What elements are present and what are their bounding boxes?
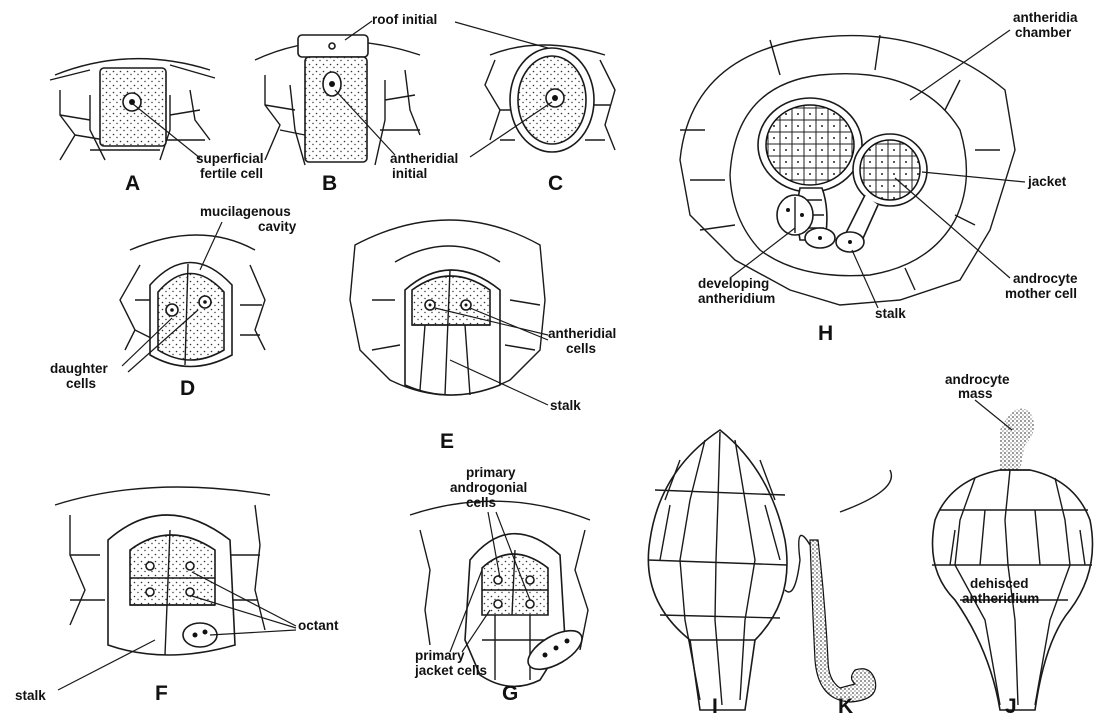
label-mucilagenous-cavity: mucilagenous cavity	[200, 204, 297, 270]
svg-text:cavity: cavity	[258, 219, 297, 234]
panel-j-figure	[932, 409, 1093, 710]
panel-c-figure	[485, 45, 615, 152]
svg-text:primary: primary	[466, 465, 516, 480]
panel-letter-a: A	[125, 172, 140, 195]
svg-text:androcyte: androcyte	[1013, 271, 1078, 286]
svg-text:daughter: daughter	[50, 361, 108, 376]
panel-j-label: J	[1005, 695, 1017, 716]
svg-text:antheridial: antheridial	[390, 151, 458, 166]
panel-b-figure	[255, 35, 420, 165]
panel-k-label: K	[838, 695, 853, 716]
panel-f-label: F	[155, 682, 168, 705]
svg-text:roof initial: roof initial	[372, 12, 437, 27]
label-androcyte-mother-cell: androcyte mother cell	[895, 178, 1078, 301]
panel-c-label: C	[548, 172, 563, 195]
panel-a-label: A	[125, 172, 140, 195]
svg-text:mass: mass	[958, 386, 993, 401]
label-jacket: jacket	[922, 172, 1067, 189]
panel-letter-e: E	[440, 430, 454, 453]
panel-letter-d: D	[180, 377, 195, 400]
svg-text:dehisced: dehisced	[970, 576, 1029, 591]
panel-letter-h: H	[818, 322, 833, 345]
panel-letter-j: J	[1005, 695, 1017, 716]
panel-g-label: G	[502, 682, 518, 705]
svg-text:fertile cell: fertile cell	[200, 166, 263, 181]
svg-text:stalk: stalk	[15, 688, 46, 703]
svg-text:chamber: chamber	[1015, 25, 1072, 40]
svg-text:antheridial: antheridial	[548, 326, 616, 341]
svg-text:mother cell: mother cell	[1005, 286, 1077, 301]
panel-h-label: H	[818, 322, 833, 345]
svg-text:androgonial: androgonial	[450, 480, 527, 495]
svg-text:initial: initial	[392, 166, 427, 181]
panel-letter-k: K	[838, 695, 853, 716]
svg-text:antheridium: antheridium	[698, 291, 775, 306]
panel-letter-g: G	[502, 682, 518, 705]
svg-text:androcyte: androcyte	[945, 372, 1010, 387]
svg-text:developing: developing	[698, 276, 769, 291]
panel-k-figure	[785, 470, 891, 702]
panel-a-figure	[50, 59, 215, 160]
panel-h-figure	[680, 35, 1015, 305]
panel-e-label: E	[440, 430, 454, 453]
svg-text:octant: octant	[298, 618, 339, 633]
svg-text:antheridium: antheridium	[962, 591, 1039, 606]
panel-e-figure	[350, 220, 545, 395]
panel-letter-i: I	[712, 695, 718, 716]
svg-text:jacket: jacket	[1027, 174, 1067, 189]
svg-text:superficial: superficial	[196, 151, 264, 166]
svg-text:cells: cells	[66, 376, 96, 391]
svg-text:antheridia: antheridia	[1013, 10, 1078, 25]
label-stalk-h: stalk	[852, 250, 906, 321]
svg-text:cells: cells	[566, 341, 596, 356]
svg-text:stalk: stalk	[550, 398, 581, 413]
label-dehisced-antheridium: dehisced antheridium	[962, 576, 1039, 606]
panel-letter-c: C	[548, 172, 563, 195]
label-antheridia-chamber: antheridia chamber	[910, 10, 1078, 100]
svg-text:stalk: stalk	[875, 306, 906, 321]
panel-i-figure	[648, 430, 787, 710]
svg-text:primary: primary	[415, 648, 465, 663]
svg-text:mucilagenous: mucilagenous	[200, 204, 291, 219]
panel-f-figure	[55, 487, 270, 655]
svg-text:cells: cells	[466, 495, 496, 510]
label-roof-initial: roof initial	[345, 12, 548, 48]
panel-letter-b: B	[322, 172, 337, 195]
panel-letter-f: F	[155, 682, 168, 705]
svg-text:jacket cells: jacket cells	[414, 663, 487, 678]
panel-i-label: I	[712, 695, 718, 716]
panel-d-label: D	[180, 377, 195, 400]
label-androcyte-mass: androcyte mass	[945, 372, 1012, 430]
panel-b-label: B	[322, 172, 337, 195]
